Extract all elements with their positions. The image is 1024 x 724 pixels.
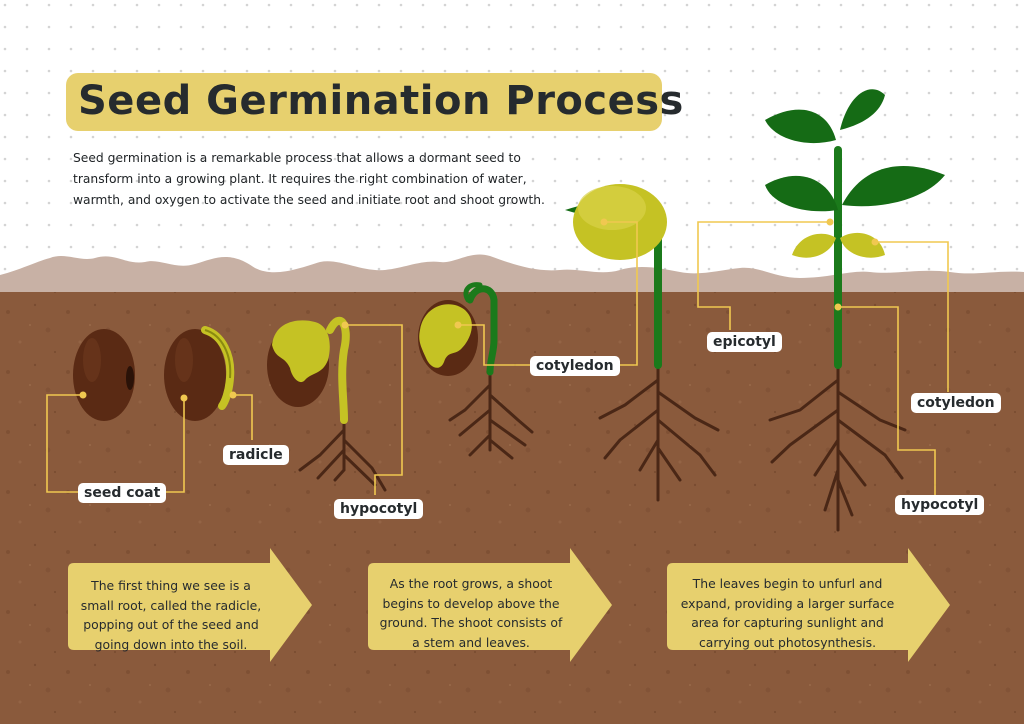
step-2-text: As the root grows, a shoot begins to dev… bbox=[379, 576, 563, 650]
callout-radicle bbox=[233, 394, 253, 440]
label-cotyledon-2: cotyledon bbox=[911, 393, 1001, 413]
step-arrows bbox=[68, 548, 950, 662]
step-3-text: The leaves begin to unfurl and expand, p… bbox=[680, 576, 895, 650]
callout-cotyledon-1b bbox=[604, 221, 638, 366]
label-seed-coat: seed coat bbox=[78, 483, 167, 503]
callout-lines bbox=[46, 221, 949, 495]
label-radicle: radicle bbox=[223, 445, 289, 465]
callout-hypocotyl-1 bbox=[345, 324, 403, 495]
step-arrow-3 bbox=[667, 548, 950, 662]
seed-stage-3 bbox=[267, 316, 387, 492]
callout-epicotyl bbox=[697, 221, 830, 330]
callout-seed-coat-1 bbox=[46, 394, 83, 493]
label-hypocotyl-2: hypocotyl bbox=[895, 495, 985, 515]
background-hills bbox=[0, 254, 1024, 292]
page-title: Seed Germination Process bbox=[78, 78, 684, 124]
soil-texture bbox=[0, 292, 1024, 724]
callout-dots bbox=[79, 218, 879, 402]
label-hypocotyl-1: hypocotyl bbox=[334, 499, 424, 519]
step-arrow-2 bbox=[368, 548, 612, 662]
callout-hypocotyl-2 bbox=[838, 306, 936, 495]
step-1-text: The first thing we see is a small root, … bbox=[80, 578, 262, 652]
step-arrow-1 bbox=[68, 548, 312, 662]
seed-stage-1 bbox=[73, 329, 135, 421]
seed-stage-2 bbox=[164, 326, 235, 421]
title-box bbox=[66, 73, 662, 131]
label-cotyledon-1: cotyledon bbox=[530, 356, 620, 376]
label-epicotyl: epicotyl bbox=[707, 332, 782, 352]
seed-stage-4 bbox=[418, 282, 534, 460]
callout-cotyledon-2 bbox=[875, 241, 949, 392]
callout-seed-coat-2 bbox=[160, 398, 185, 493]
callout-cotyledon-1 bbox=[458, 324, 530, 366]
intro-paragraph: Seed germination is a remarkable process… bbox=[73, 151, 545, 207]
